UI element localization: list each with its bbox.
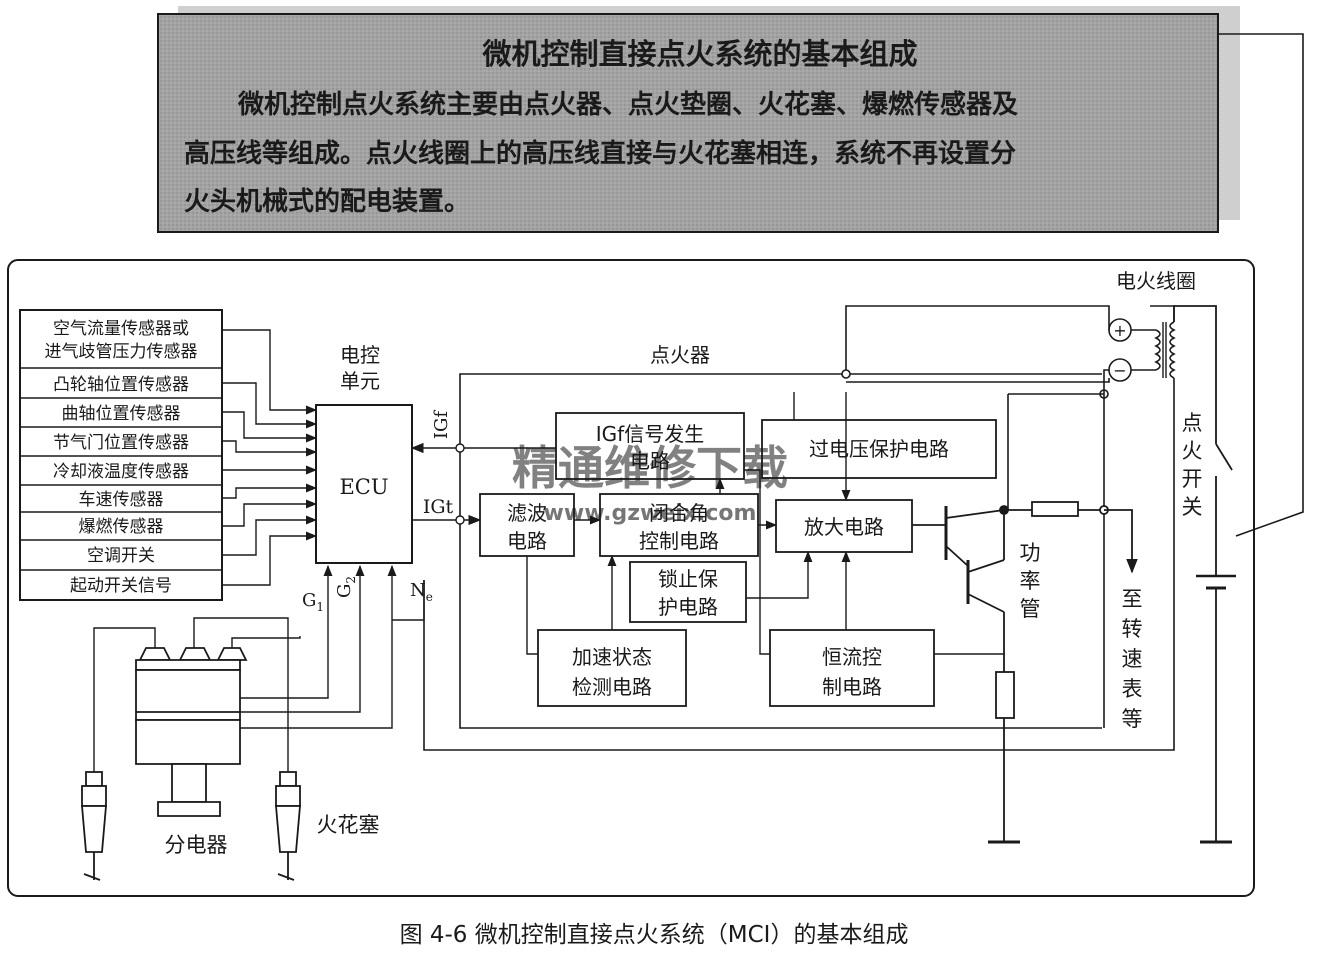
ecu-label-top: 电控 xyxy=(340,343,380,367)
amplifier-box xyxy=(775,499,913,553)
svg-text:表: 表 xyxy=(1122,677,1143,701)
banner-line-1: 微机控制点火系统主要由点火器、点火垫圈、火花塞、爆燃传感器及 xyxy=(237,89,1018,120)
svg-text:火: 火 xyxy=(1182,439,1203,463)
distributor xyxy=(135,647,248,817)
transistor-label-3: 管 xyxy=(1020,597,1041,621)
overvoltage-box xyxy=(761,419,997,479)
coil-primary-winding xyxy=(1154,329,1161,371)
overvoltage-label: 过电压保护电路 xyxy=(809,437,949,461)
lock-box xyxy=(629,561,747,623)
igf-generator-line-1: IGf信号发生 xyxy=(596,422,704,446)
ecu: 电控 单元 ECU IGf IGt G1 G2 Ne xyxy=(302,343,454,614)
svg-text:关: 关 xyxy=(1182,495,1203,519)
lock-line-2: 护电路 xyxy=(658,595,718,619)
sensor-coolant: 冷却液温度传感器 xyxy=(53,462,189,482)
spark-plug-label: 火花塞 xyxy=(317,813,380,837)
figure-caption: 图 4-6 微机控制直接点火系统（MCI）的基本组成 xyxy=(400,922,909,948)
ecu-box xyxy=(315,404,413,564)
sensor-map: 进气歧管压力传感器 xyxy=(45,342,198,362)
spark-plug-left xyxy=(81,771,107,881)
transistor-label-1: 功 xyxy=(1020,541,1041,565)
sensor-wires xyxy=(222,329,318,586)
accel-line-1: 加速状态 xyxy=(572,645,652,669)
igf-generator-line-2: 电路 xyxy=(630,449,670,473)
svg-text:转: 转 xyxy=(1122,617,1143,641)
tach-label: 至 转 速 表 等 xyxy=(1122,587,1143,731)
banner-title: 微机控制直接点火系统的基本组成 xyxy=(481,37,917,71)
accel-box xyxy=(537,629,687,707)
svg-text:至: 至 xyxy=(1122,587,1143,611)
coil-label: 电火线圈 xyxy=(1116,269,1196,293)
svg-text:等: 等 xyxy=(1122,707,1143,731)
accel-line-2: 检测电路 xyxy=(572,675,652,699)
coil-minus-sign: − xyxy=(1113,361,1126,380)
igniter-label: 点火器 xyxy=(650,343,710,367)
ignition-coil: 电火线圈 + − xyxy=(1108,269,1196,382)
banner-box xyxy=(157,13,1219,233)
constant-current-line-2: 制电路 xyxy=(822,675,882,699)
watermark-url: www.gzweix.com xyxy=(544,501,757,526)
constant-current-box xyxy=(769,629,935,707)
coil-plus-sign: + xyxy=(1113,321,1126,340)
amplifier-label: 放大电路 xyxy=(804,515,884,539)
coil-secondary-winding xyxy=(1169,321,1176,379)
sensor-start: 起动开关信号 xyxy=(70,576,172,596)
distributor-wires xyxy=(93,564,425,772)
banner-line-3: 火头机械式的配电装置。 xyxy=(184,186,470,217)
g2-label: G2 xyxy=(334,576,358,598)
distributor-label: 分电器 xyxy=(165,833,228,857)
spark-plug-right xyxy=(275,771,301,881)
watermark-text: 精通维修下载 xyxy=(512,441,788,495)
sensor-camshaft: 凸轮轴位置传感器 xyxy=(53,375,189,395)
ignition-switch xyxy=(1173,305,1236,844)
igniter: 点火器 IGf信号发生 电路 过电压保护电路 滤波 电路 闭合角 控制电路 放大… xyxy=(455,343,1102,729)
ecu-name: ECU xyxy=(339,475,388,499)
transistor-label-2: 率 xyxy=(1020,569,1041,593)
svg-text:点: 点 xyxy=(1182,411,1203,435)
constant-current-line-1: 恒流控 xyxy=(822,645,882,669)
ne-label: Ne xyxy=(410,580,433,604)
igf-generator-box xyxy=(555,412,745,480)
filter-line-2: 电路 xyxy=(507,529,547,553)
igt-label: IGt xyxy=(423,496,454,518)
sensor-throttle: 节气门位置传感器 xyxy=(53,433,189,453)
g1-label: G1 xyxy=(302,590,324,614)
igf-label: IGf xyxy=(431,410,452,439)
dwell-line-2: 控制电路 xyxy=(639,529,719,553)
banner-line-2: 高压线等组成。点火线圈上的高压线直接与火花塞相连，系统不再设置分 xyxy=(184,138,1016,169)
sensor-list: 空气流量传感器或 进气歧管压力传感器 凸轮轴位置传感器 曲轴位置传感器 节气门位… xyxy=(19,309,223,601)
dwell-line-1: 闭合角 xyxy=(649,501,709,525)
figure-frame xyxy=(7,259,1255,897)
sensor-crankshaft: 曲轴位置传感器 xyxy=(62,404,181,424)
igniter-frame xyxy=(459,373,1102,729)
ecu-label-bottom: 单元 xyxy=(340,369,380,393)
igniter-internal-wires xyxy=(526,392,1004,655)
sensor-speed: 车速传感器 xyxy=(79,490,164,510)
ecu-igniter-wires xyxy=(410,442,556,526)
sensor-knock: 爆燃传感器 xyxy=(79,517,164,537)
header-banner: 微机控制直接点火系统的基本组成 微机控制点火系统主要由点火器、点火垫圈、火花塞、… xyxy=(157,6,1240,233)
svg-text:开: 开 xyxy=(1182,467,1203,491)
sensor-list-box xyxy=(19,309,223,601)
filter-line-1: 滤波 xyxy=(507,501,547,525)
switch-label: 点 火 开 关 xyxy=(1182,411,1203,519)
dwell-box xyxy=(599,493,759,557)
svg-text:速: 速 xyxy=(1122,647,1143,671)
sensor-ac: 空调开关 xyxy=(87,546,155,566)
sensor-airflow: 空气流量传感器或 xyxy=(53,319,189,339)
power-wires xyxy=(423,305,1175,751)
lock-line-1: 锁止保 xyxy=(658,567,718,591)
power-transistor xyxy=(912,501,1138,844)
banner-connector xyxy=(1218,33,1304,537)
